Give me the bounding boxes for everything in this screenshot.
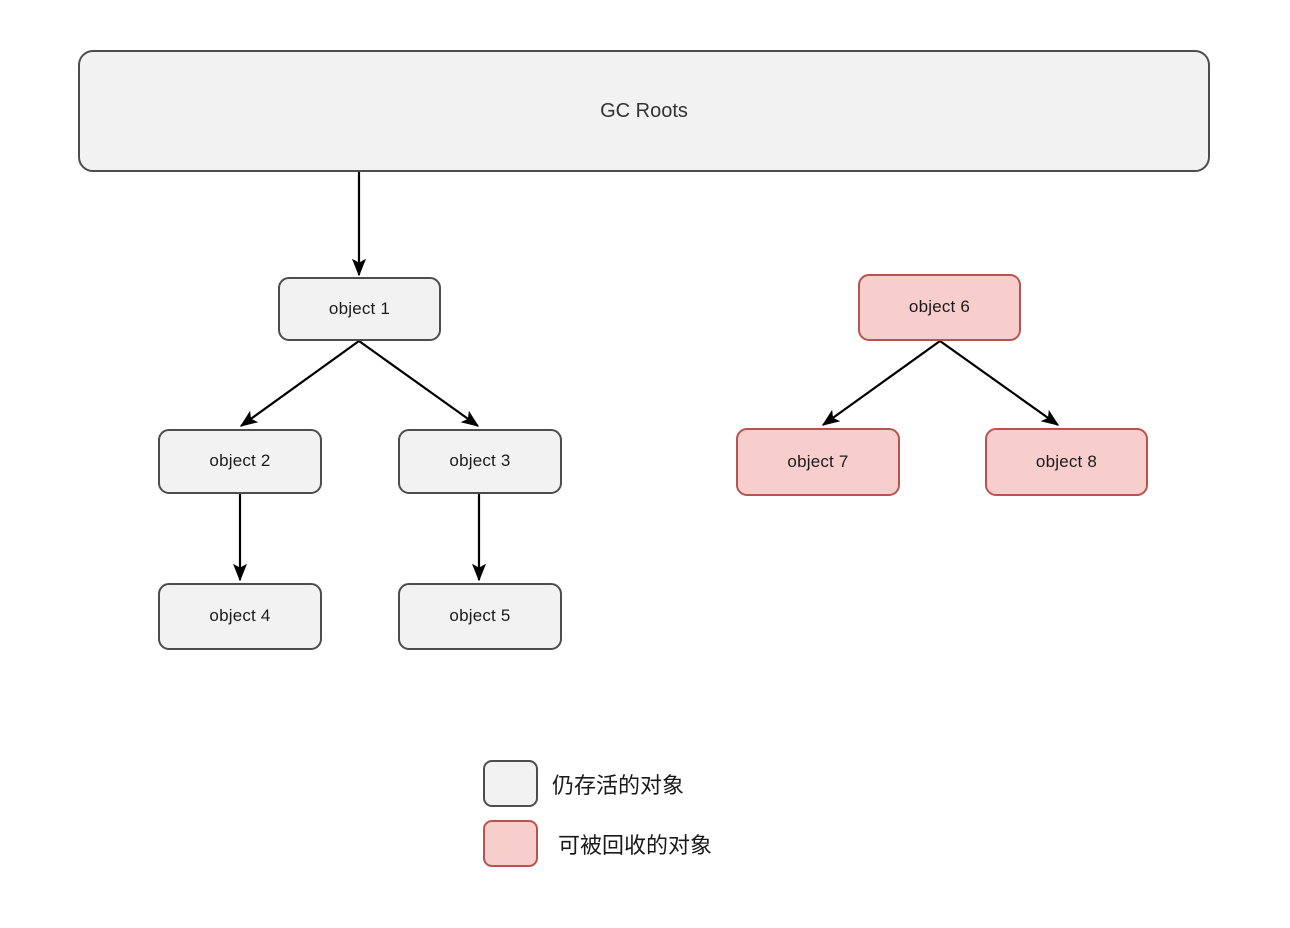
node-object-3-label: object 3: [449, 451, 511, 471]
node-object-5[interactable]: object 5: [398, 583, 562, 650]
edge-object-1-to-object-2: [239, 340, 360, 427]
legend-swatch-garbage-icon: [483, 820, 538, 867]
node-object-2-label: object 2: [209, 451, 271, 471]
legend-label-garbage: 可被回收的对象: [558, 832, 713, 858]
node-gc-roots[interactable]: GC Roots: [78, 50, 1210, 172]
edge-object-1-to-object-3: [358, 340, 480, 427]
node-object-5-label: object 5: [449, 606, 511, 626]
edge-object-6-to-object-8: [939, 340, 1060, 426]
node-object-4-label: object 4: [209, 606, 271, 626]
legend-item-alive: 仍存活的对象: [483, 760, 684, 807]
node-object-7-label: object 7: [787, 451, 849, 471]
node-object-3[interactable]: object 3: [398, 429, 562, 494]
node-object-6-label: object 6: [908, 297, 971, 317]
node-object-1[interactable]: object 1: [278, 277, 441, 341]
legend-item-garbage: 可被回收的对象: [483, 820, 712, 867]
legend-label-alive: 仍存活的对象: [552, 772, 685, 798]
node-object-8[interactable]: object 8: [985, 428, 1148, 496]
node-gc-roots-label: GC Roots: [600, 100, 688, 122]
node-object-8-label: object 8: [1035, 451, 1098, 471]
node-object-1-label: object 1: [328, 298, 391, 318]
node-object-6[interactable]: object 6: [858, 274, 1021, 341]
node-object-4[interactable]: object 4: [158, 583, 322, 650]
node-object-7[interactable]: object 7: [736, 428, 900, 496]
node-object-2[interactable]: object 2: [158, 429, 322, 494]
legend-swatch-alive-icon: [483, 760, 538, 807]
edge-object-6-to-object-7: [821, 340, 941, 426]
